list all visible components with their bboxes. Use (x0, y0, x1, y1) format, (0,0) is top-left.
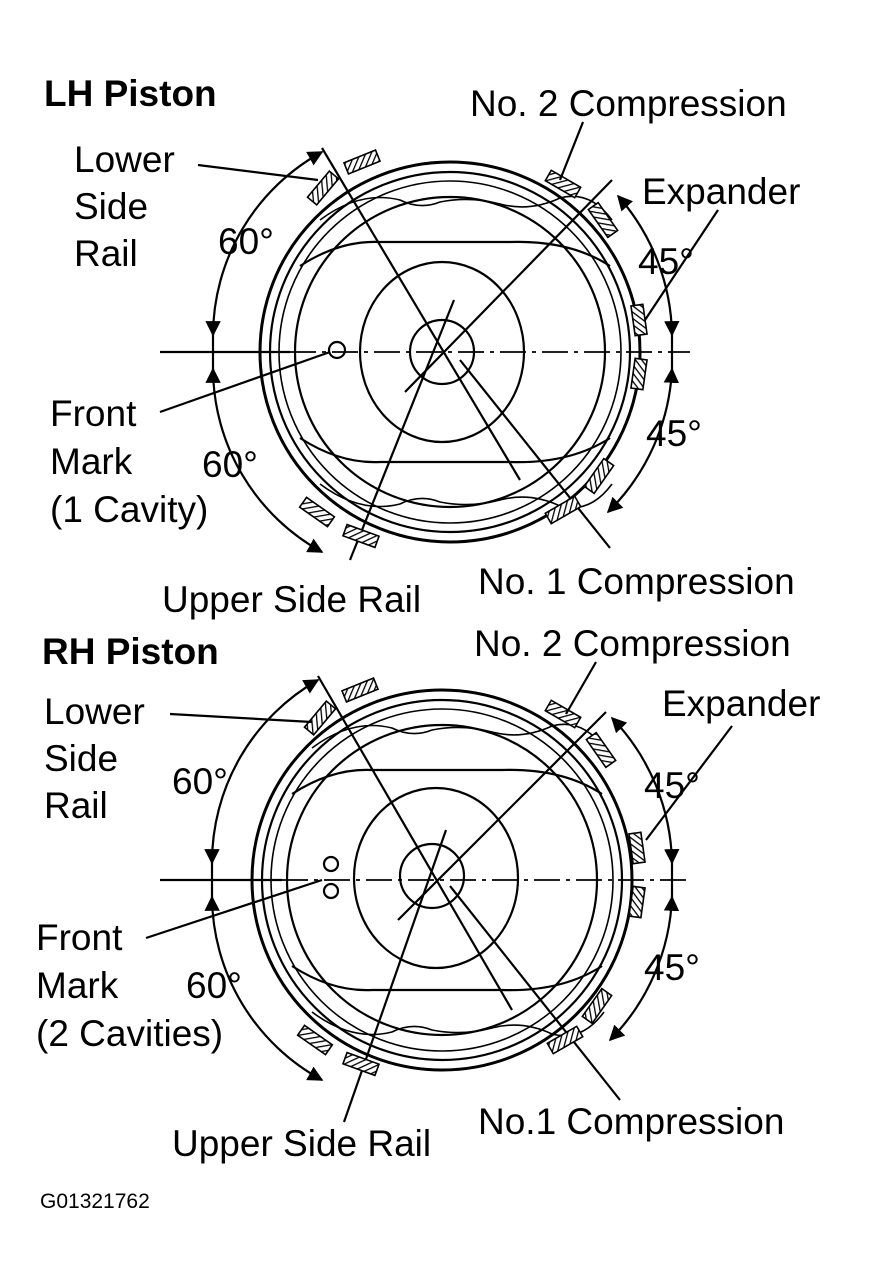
rh-piston-diagram: RH Piston (36, 623, 820, 1164)
leader-lower-side-rail (197, 163, 319, 182)
cavity-top (319, 195, 613, 221)
lower-side-rail-label-line2: Side (74, 186, 148, 227)
ring-end-marker (342, 149, 382, 175)
front-mark-cavity (322, 882, 340, 900)
upper-side-rail-label: Upper Side Rail (162, 579, 421, 620)
leader-lower-side-rail (169, 712, 313, 724)
no2-compression-label: No. 2 Compression (470, 83, 787, 124)
piston-pin-boss (398, 842, 466, 910)
gap-line-upper-side-rail (348, 299, 456, 561)
no1-compression-label: No.1 Compression (478, 1101, 784, 1142)
ring-end-marker (303, 699, 337, 737)
valve-recess-top (299, 240, 611, 267)
gap-line-no2-compression (404, 179, 613, 393)
gap-line-lower-side-rail (321, 147, 521, 481)
angle-arc-upper-right (610, 716, 680, 865)
angle-label-upper-right: 45° (638, 241, 694, 282)
lower-side-rail-label-line1: Lower (74, 139, 175, 180)
angle-arc-lower-right (608, 895, 680, 1042)
ring-end-marker (581, 987, 613, 1025)
leader-front-mark (159, 350, 331, 414)
rh-piston-title: RH Piston (42, 631, 219, 672)
angle-label-lower-left: 60° (186, 965, 242, 1006)
angle-label-lower-left: 60° (202, 444, 258, 485)
gap-line-lower-side-rail (317, 675, 513, 1011)
front-mark-label-line3: (1 Cavity) (50, 489, 208, 530)
piston-bowl (352, 786, 520, 970)
front-mark-cavity (327, 340, 347, 360)
cavity-top (311, 723, 605, 749)
lower-side-rail-label-line1: Lower (44, 691, 145, 732)
no1-compression-label: No. 1 Compression (478, 561, 795, 602)
ring-end-marker (544, 699, 582, 729)
ring-end-marker (630, 303, 648, 337)
angle-arc-upper-right (616, 194, 680, 337)
gap-line-no1-compression (459, 359, 611, 549)
no2-compression-label: No. 2 Compression (474, 623, 791, 664)
expander-label: Expander (662, 683, 820, 724)
front-mark-cavity (322, 855, 340, 873)
angle-label-lower-right: 45° (646, 413, 702, 454)
ring-end-marker (544, 495, 582, 525)
angle-arc-upper-left (204, 679, 320, 865)
gap-line-no2-compression (397, 711, 607, 921)
gap-line-upper-side-rail (342, 829, 448, 1123)
leader-expander (645, 725, 733, 841)
leader-expander (644, 209, 719, 321)
front-mark-label-line1: Front (50, 393, 137, 434)
angle-label-lower-right: 45° (644, 947, 700, 988)
leader-no2-compression (558, 121, 585, 181)
ring-end-marker (340, 677, 380, 703)
lower-side-rail-label-line3: Rail (74, 233, 138, 274)
upper-side-rail-label: Upper Side Rail (172, 1123, 431, 1164)
ring-end-marker (341, 523, 381, 549)
ring-end-marker (630, 357, 648, 391)
piston-drawing (160, 147, 690, 561)
front-mark-label-line1: Front (36, 917, 123, 958)
expander-label: Expander (642, 171, 800, 212)
ring-end-marker (546, 1025, 584, 1055)
front-mark-label-line2: Mark (50, 441, 133, 482)
piston-drawing (160, 675, 690, 1123)
angle-arc-lower-right (606, 367, 680, 514)
lh-piston-diagram: LH Piston (44, 73, 800, 620)
angle-label-upper-left: 60° (218, 221, 274, 262)
gap-line-no1-compression (449, 885, 621, 1101)
front-mark-label-line3: (2 Cavities) (36, 1013, 223, 1054)
angle-arc-upper-left (205, 151, 324, 337)
leader-front-mark (145, 878, 323, 940)
leader-no2-compression (565, 661, 597, 715)
front-mark-label-line2: Mark (36, 965, 119, 1006)
ring-end-marker (298, 496, 336, 528)
ring-end-marker (587, 201, 619, 239)
lower-side-rail-label-line3: Rail (44, 785, 108, 826)
ring-gap-markers (296, 677, 646, 1077)
angle-arc-lower-left (205, 367, 324, 553)
angle-label-upper-left: 60° (172, 761, 228, 802)
lh-piston-title: LH Piston (44, 73, 217, 114)
ring-end-marker (585, 731, 617, 769)
lower-side-rail-label-line2: Side (44, 738, 118, 779)
angle-label-upper-right: 45° (644, 765, 700, 806)
angle-arc-lower-left (204, 895, 324, 1081)
ring-end-marker (544, 169, 582, 199)
figure-code: G01321762 (40, 1190, 150, 1213)
ring-end-marker (341, 1051, 381, 1077)
